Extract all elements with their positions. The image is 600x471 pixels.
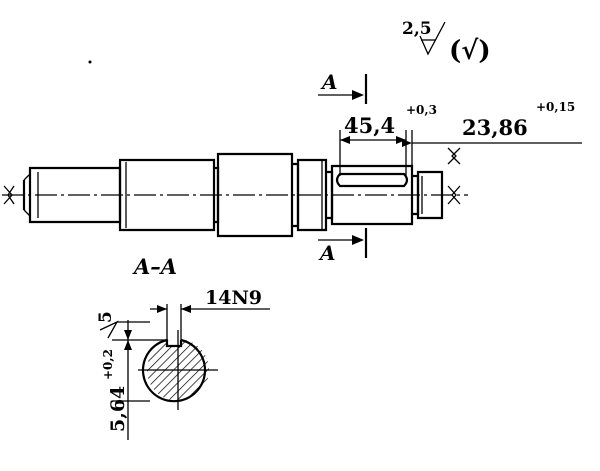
groove-diameter-dimension: 23,86 +0,15 [402,100,582,166]
keyway-length-value: 45,4 [344,113,395,138]
section-letter-bottom: A [318,241,336,265]
check-mark-icon [419,21,446,56]
section-title: A–A [132,254,177,279]
keyway-depth-tolerance: +0,2 [101,349,115,380]
groove-diameter-value: 23,86 [462,115,528,140]
roughness-value: 2,5 [402,19,432,39]
key-width-value: 14N9 [205,287,262,309]
side-roughness-check-icon [99,320,119,339]
side-roughness-value: 5 [96,311,116,323]
keyway-depth-value: 5,64 [107,386,129,432]
cross-section: 14N9 5 5,64 +0,2 [96,287,270,440]
roughness-symbol: 2,5 (√) [402,19,491,66]
section-mark-top: A [318,70,368,104]
groove-diameter-tolerance: +0,15 [536,100,575,114]
keyway-length-tolerance: +0,3 [406,103,437,117]
keyway-length-dimension: 45,4 +0,3 [339,103,437,176]
section-letter-top: A [320,70,338,94]
center-marks [3,147,461,205]
roughness-general-sign: (√) [449,36,491,66]
section-mark-bottom: A [318,228,368,265]
stray-dot [88,60,92,64]
